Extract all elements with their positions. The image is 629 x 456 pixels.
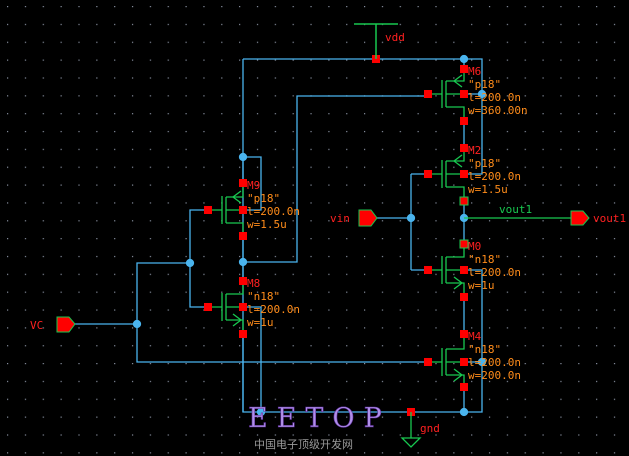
transistor-name-label: M4 [468,330,482,343]
transistor-model-label: "n18" [468,253,501,266]
wire-segment [243,95,428,263]
terminal-square[interactable] [460,117,468,125]
terminal-square[interactable] [239,330,247,338]
terminal-square[interactable] [239,303,247,311]
terminal-square[interactable] [459,196,469,206]
terminal-square[interactable] [239,206,247,214]
transistor-w-label: w=1u [247,316,274,329]
junction-dot [459,54,469,64]
transistor-w-label: w=1.5u [468,183,508,196]
junction-dot [238,257,248,267]
transistor-model-label: "p18" [468,157,501,170]
watermark-logo: EETOP [248,403,391,434]
junction-dot [256,407,266,417]
transistor-w-label: w=200.0n [468,369,521,382]
devices: M6"p18"l=200.0nw=360.00nM2"p18"l=200.0nw… [204,55,528,416]
wire-segment [243,156,262,211]
terminal-square[interactable] [460,293,468,301]
terminal-square[interactable] [460,330,468,338]
wire-segment [243,306,262,412]
transistor-name-label: M2 [468,144,481,157]
transistor-symbol [428,148,465,201]
junction-dot [406,213,416,223]
transistor-m4[interactable]: M4"n18"l=200.0nw=200.0n [424,330,521,391]
transistor-model-label: "p18" [468,78,501,91]
gate-terminal-square[interactable] [424,170,432,178]
transistor-l-label: l=200.0n [468,91,521,104]
gnd-label: gnd [420,422,440,435]
terminal-square[interactable] [460,383,468,391]
junction-dot [477,89,487,99]
transistor-name-label: M6 [468,65,481,78]
wire-segment [243,58,483,175]
vc-pin-label: VC [30,319,43,332]
transistor-m6[interactable]: M6"p18"l=200.0nw=360.00n [424,65,528,125]
gate-terminal-square[interactable] [204,303,212,311]
vc-pin[interactable] [56,316,76,333]
transistor-model-label: "n18" [247,290,280,303]
pmos-arrow-icon [452,74,463,88]
transistor-w-label: w=1.5u [247,218,287,231]
transistor-model-label: "p18" [247,192,280,205]
terminal-square[interactable] [460,90,468,98]
watermark-subtitle: 中国电子顶级开发网 [254,437,353,451]
wire-segment [136,262,428,363]
transistor-name-label: M9 [247,179,260,192]
vdd-label: vdd [385,31,405,44]
junction-dot [238,152,248,162]
transistor-name-label: M8 [247,277,260,290]
nmos-arrow-icon [453,368,464,382]
pmos-arrow-icon [231,190,242,204]
junction-dot [477,357,487,367]
transistor-l-label: l=200.0n [468,170,521,183]
vdd-symbol[interactable] [354,23,398,59]
transistor-l-label: l=200.0n [468,356,521,369]
vout-pin-label: vout1 [593,212,626,225]
junction-dot [132,319,142,329]
transistor-l-label: l=200.0n [247,303,300,316]
transistor-symbol [428,69,465,121]
transistor-symbol [208,183,244,236]
junction-dot [459,407,469,417]
transistor-l-label: l=200.0n [247,205,300,218]
transistor-m8[interactable]: M8"n18"l=200.0nw=1u [204,277,300,338]
wire-segment [189,209,208,308]
transistor-symbol [428,334,465,387]
transistor-name-label: M0 [468,240,481,253]
transistor-symbol [428,244,465,297]
gnd-symbol[interactable] [400,412,422,448]
terminal-square[interactable] [459,239,469,249]
transistor-m9[interactable]: M9"p18"l=200.0nw=1.5u [204,179,300,240]
terminal-square[interactable] [239,179,247,187]
transistor-symbol [208,281,244,334]
gate-terminal-square[interactable] [424,358,432,366]
terminal-square[interactable] [460,144,468,152]
transistor-w-label: w=360.00n [468,104,528,117]
transistor-m0[interactable]: M0"n18"l=200.0nw=1u [424,239,521,301]
nmos-arrow-icon [232,313,243,327]
terminal-square[interactable] [239,232,247,240]
transistor-m2[interactable]: M2"p18"l=200.0nw=1.5u [424,144,521,206]
pmos-arrow-icon [452,154,463,168]
transistor-l-label: l=200.0n [468,266,521,279]
terminal-square[interactable] [460,358,468,366]
gate-terminal-square[interactable] [204,206,212,214]
transistor-model-label: "n18" [468,343,501,356]
vout-net-label: vout1 [499,203,532,216]
terminal-square[interactable] [239,277,247,285]
terminal-square[interactable] [460,65,468,73]
vout-pin[interactable] [570,210,590,226]
vin-pin[interactable] [358,209,378,227]
nmos-arrow-icon [453,276,464,290]
vin-pin-label: vin [330,212,350,225]
terminal-square[interactable] [460,266,468,274]
gate-terminal-square[interactable] [424,90,432,98]
gate-terminal-square[interactable] [424,266,432,274]
junction-dot [185,258,195,268]
transistor-w-label: w=1u [468,279,495,292]
terminal-square[interactable] [460,170,468,178]
